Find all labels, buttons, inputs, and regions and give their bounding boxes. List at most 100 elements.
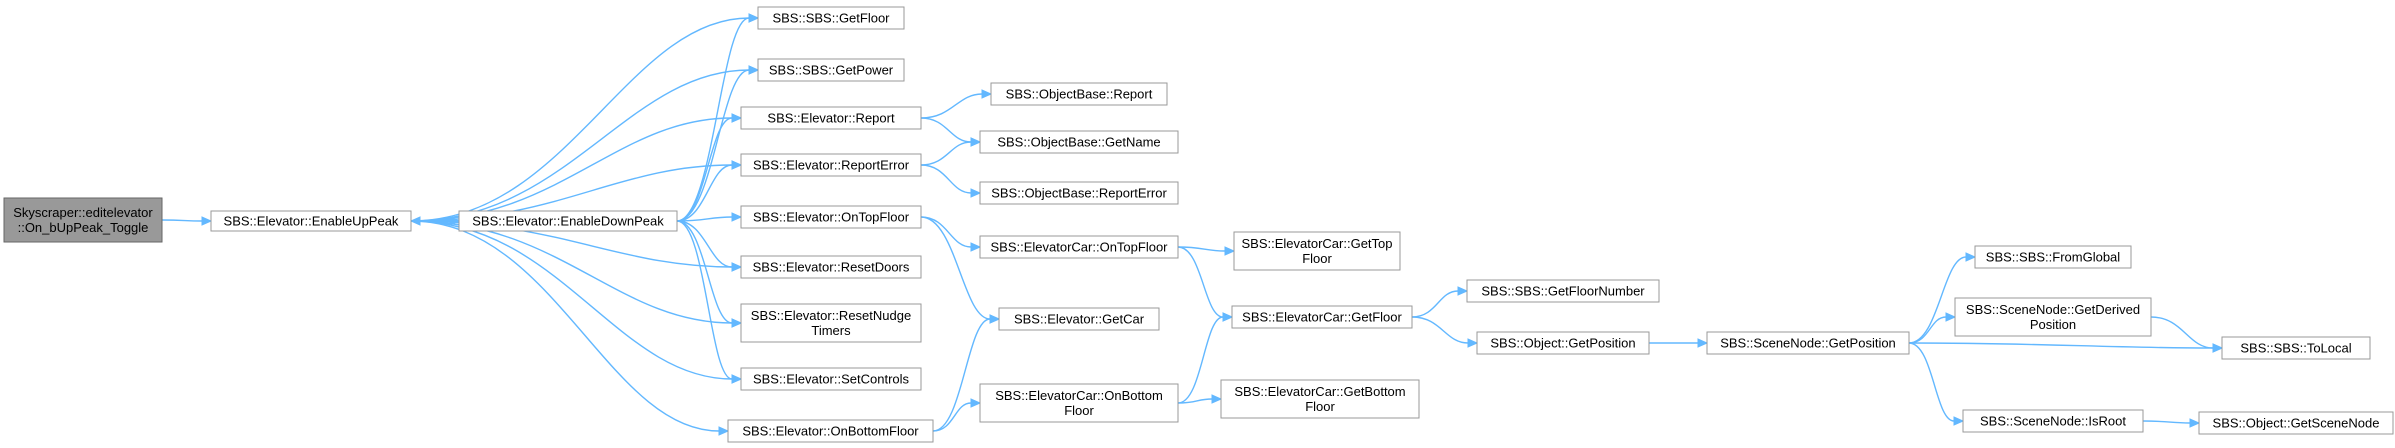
node-box bbox=[1466, 279, 1660, 303]
node-box bbox=[757, 6, 905, 30]
node-box bbox=[740, 153, 922, 177]
edge-line bbox=[161, 219, 203, 222]
node-label: SBS::ElevatorCar::OnTopFloor bbox=[990, 240, 1168, 255]
node-label: Floor bbox=[1064, 403, 1094, 418]
arrowhead-icon bbox=[2212, 343, 2224, 353]
arrowhead-icon bbox=[989, 314, 1001, 324]
node-box bbox=[1231, 305, 1413, 329]
arrowhead-icon bbox=[1697, 338, 1709, 348]
edge-report-to-ob-report bbox=[920, 89, 993, 119]
node-ob-report[interactable]: SBS::ObjectBase::Report bbox=[990, 82, 1168, 106]
node-get-scene-node[interactable]: SBS::Object::GetSceneNode bbox=[2198, 411, 2394, 435]
node-box bbox=[1233, 231, 1401, 271]
node-root[interactable]: Skyscraper::editelevator::On_bUpPeak_Tog… bbox=[3, 197, 163, 243]
node-obj-get-position[interactable]: SBS::Object::GetPosition bbox=[1476, 331, 1650, 355]
arrowhead-icon bbox=[1953, 416, 1965, 426]
node-get-floor[interactable]: SBS::SBS::GetFloor bbox=[757, 6, 905, 30]
node-box bbox=[1962, 409, 2144, 433]
edge-line bbox=[920, 93, 983, 119]
node-from-global[interactable]: SBS::SBS::FromGlobal bbox=[1974, 245, 2132, 269]
node-label: Position bbox=[2030, 317, 2076, 332]
arrowhead-icon bbox=[748, 65, 760, 75]
edge-line bbox=[920, 164, 972, 194]
edge-line bbox=[676, 17, 750, 222]
node-enable-up-peak[interactable]: SBS::Elevator::EnableUpPeak bbox=[210, 210, 412, 232]
node-label: ::On_bUpPeak_Toggle bbox=[18, 220, 149, 235]
node-box bbox=[3, 197, 163, 243]
node-label: SBS::SceneNode::IsRoot bbox=[1980, 414, 2126, 429]
node-box bbox=[979, 130, 1179, 154]
node-get-car[interactable]: SBS::Elevator::GetCar bbox=[998, 307, 1160, 331]
edge-line bbox=[1908, 342, 2214, 349]
arrowhead-icon bbox=[731, 212, 743, 222]
node-label: SBS::Elevator::GetCar bbox=[1014, 312, 1145, 327]
node-label: SBS::SceneNode::GetDerived bbox=[1966, 302, 2140, 317]
node-get-floor-number[interactable]: SBS::SBS::GetFloorNumber bbox=[1466, 279, 1660, 303]
edge-on-bottom-floor-to-get-car bbox=[932, 314, 1001, 432]
edge-enable-down-peak-to-set-controls bbox=[676, 220, 743, 384]
edge-line bbox=[410, 17, 750, 222]
edge-on-bottom-floor-to-car-on-bottom bbox=[932, 398, 982, 432]
edge-enable-up-peak-to-get-floor bbox=[410, 13, 760, 222]
edge-line bbox=[1411, 316, 1469, 344]
edge-line bbox=[676, 216, 733, 222]
edge-enable-down-peak-to-get-power bbox=[676, 65, 760, 222]
edge-line bbox=[1177, 316, 1224, 404]
node-box bbox=[998, 307, 1160, 331]
arrowhead-icon bbox=[718, 426, 730, 436]
node-ob-get-name[interactable]: SBS::ObjectBase::GetName bbox=[979, 130, 1179, 154]
node-on-bottom-floor[interactable]: SBS::Elevator::OnBottomFloor bbox=[727, 419, 934, 443]
arrowhead-icon bbox=[970, 137, 982, 147]
node-box bbox=[740, 303, 922, 343]
node-label: SBS::Object::GetPosition bbox=[1490, 336, 1635, 351]
edge-enable-up-peak-to-get-power bbox=[410, 65, 760, 222]
edge-line bbox=[2142, 420, 2191, 424]
node-label: SBS::ObjectBase::Report bbox=[1006, 87, 1153, 102]
node-box bbox=[1220, 379, 1420, 419]
node-label: Floor bbox=[1302, 251, 1332, 266]
node-label: SBS::Elevator::ResetNudge bbox=[751, 308, 911, 323]
node-label: Timers bbox=[811, 323, 851, 338]
node-label: SBS::SBS::ToLocal bbox=[2240, 341, 2351, 356]
node-set-controls[interactable]: SBS::Elevator::SetControls bbox=[740, 367, 922, 391]
arrowhead-icon bbox=[731, 262, 743, 272]
edge-enable-down-peak-to-enable-up-peak bbox=[409, 216, 459, 226]
node-is-root[interactable]: SBS::SceneNode::IsRoot bbox=[1962, 409, 2144, 433]
edge-enable-down-peak-to-on-top-floor bbox=[676, 212, 743, 222]
node-car-on-bottom[interactable]: SBS::ElevatorCar::OnBottomFloor bbox=[979, 383, 1179, 423]
edge-line bbox=[1908, 342, 1955, 422]
node-get-power[interactable]: SBS::SBS::GetPower bbox=[757, 58, 905, 82]
edge-report-error-to-ob-report-error bbox=[920, 164, 982, 198]
edge-line bbox=[1177, 398, 1213, 404]
node-ob-report-error[interactable]: SBS::ObjectBase::ReportError bbox=[979, 181, 1179, 205]
arrowhead-icon bbox=[1224, 246, 1236, 256]
edge-enable-up-peak-to-on-bottom-floor bbox=[410, 220, 730, 436]
node-report-error[interactable]: SBS::Elevator::ReportError bbox=[740, 153, 922, 177]
node-box bbox=[990, 82, 1168, 106]
node-sn-get-position[interactable]: SBS::SceneNode::GetPosition bbox=[1706, 331, 1910, 355]
node-label: Skyscraper::editelevator bbox=[13, 205, 153, 220]
node-label: SBS::ObjectBase::ReportError bbox=[991, 186, 1167, 201]
arrowhead-icon bbox=[970, 242, 982, 252]
edge-car-on-top-to-car-get-floor bbox=[1177, 246, 1234, 322]
node-box bbox=[727, 419, 934, 443]
node-box bbox=[1706, 331, 1910, 355]
node-box bbox=[979, 383, 1179, 423]
edge-enable-down-peak-to-reset-doors bbox=[676, 220, 743, 272]
edge-line bbox=[676, 220, 733, 324]
node-reset-doors[interactable]: SBS::Elevator::ResetDoors bbox=[740, 255, 922, 279]
node-car-get-floor[interactable]: SBS::ElevatorCar::GetFloor bbox=[1231, 305, 1413, 329]
edge-line bbox=[410, 220, 733, 380]
edge-sn-get-position-to-is-root bbox=[1908, 342, 1965, 426]
node-on-top-floor[interactable]: SBS::Elevator::OnTopFloor bbox=[740, 205, 922, 229]
node-car-on-top[interactable]: SBS::ElevatorCar::OnTopFloor bbox=[979, 235, 1179, 259]
node-box bbox=[458, 210, 678, 232]
node-to-local[interactable]: SBS::SBS::ToLocal bbox=[2221, 336, 2371, 360]
node-report[interactable]: SBS::Elevator::Report bbox=[740, 106, 922, 130]
edge-root-to-enable-up-peak bbox=[161, 216, 213, 226]
node-enable-down-peak[interactable]: SBS::Elevator::EnableDownPeak bbox=[458, 210, 678, 232]
